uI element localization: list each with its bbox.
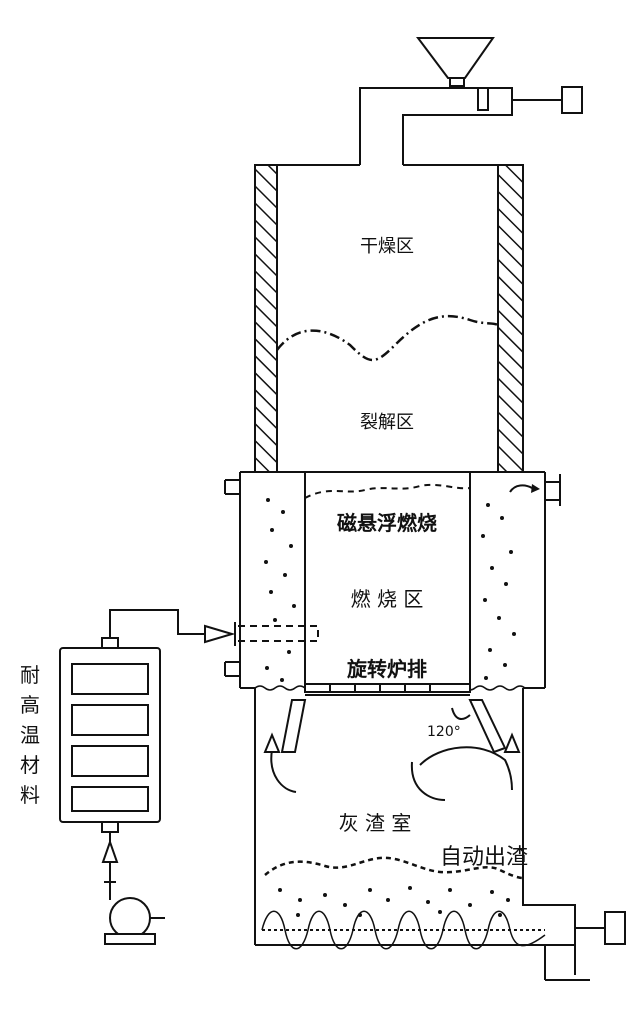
right-refractory-wall <box>497 164 524 473</box>
air-nozzle <box>238 625 319 642</box>
refractory-char-3: 温 <box>20 723 40 747</box>
refractory-char-1: 耐 <box>20 663 40 687</box>
label-rotating-grate: 旋转炉排 <box>346 657 427 681</box>
label-pyrolysis-zone: 裂解区 <box>360 412 414 433</box>
combustion-front <box>304 483 471 499</box>
label-refractory: 耐 高 温 材 料 <box>20 663 40 807</box>
label-auto-slag: 自动出渣 <box>440 845 528 870</box>
middle-shell <box>239 471 546 688</box>
label-magnetic-levitation: 磁悬浮燃烧 <box>337 511 437 535</box>
label-ash-chamber: 灰 渣 室 <box>339 811 412 835</box>
valve-icon <box>477 86 583 114</box>
ash-chamber-shell <box>254 688 590 981</box>
refractory-char-4: 材 <box>20 753 40 777</box>
label-drying-zone: 干燥区 <box>360 236 414 257</box>
refractory-char-2: 高 <box>20 693 40 717</box>
hopper-icon <box>416 37 495 87</box>
heater-icon <box>59 637 161 833</box>
slag-level <box>264 856 524 880</box>
slag-screw <box>261 910 546 950</box>
feed-duct <box>359 86 513 165</box>
fan-icon <box>104 897 165 945</box>
drying-boundary <box>276 315 499 362</box>
label-angle: 120° <box>427 724 461 740</box>
refractory-char-5: 料 <box>20 783 40 807</box>
label-combustion-zone: 燃 烧 区 <box>351 587 424 611</box>
left-refractory-wall <box>254 164 278 473</box>
air-duct <box>109 609 205 638</box>
fuel-particles <box>264 498 516 917</box>
rotating-grate <box>280 683 507 754</box>
